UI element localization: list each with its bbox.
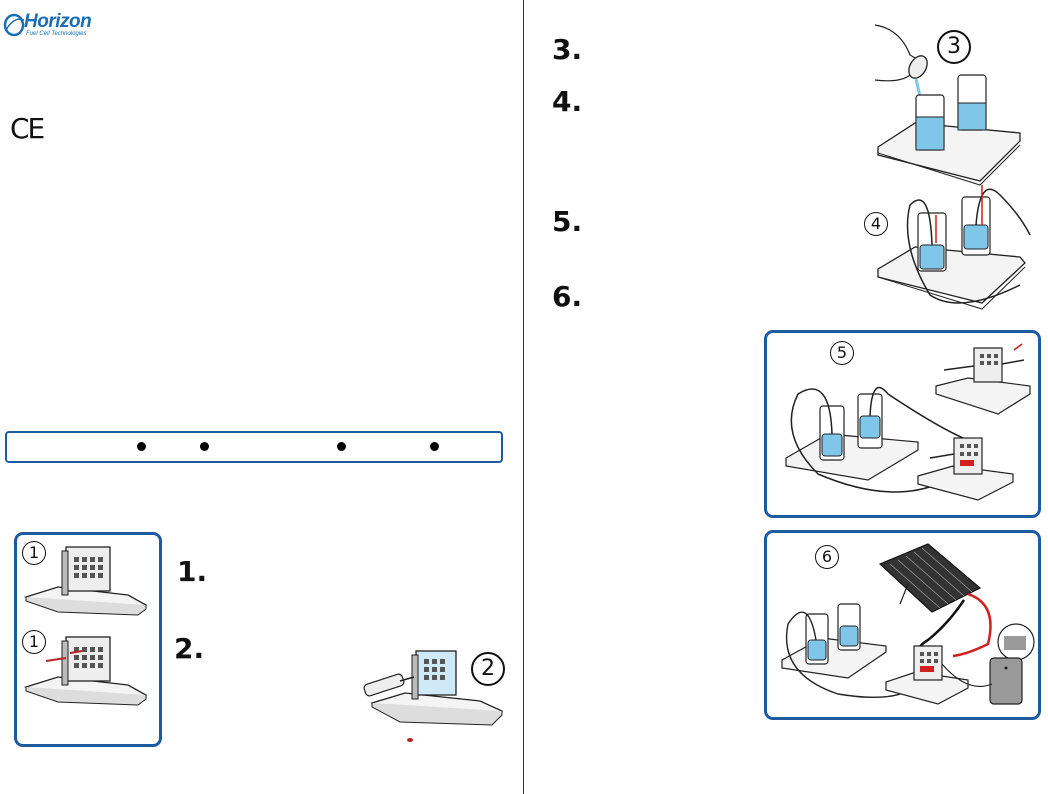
step-number-1: 1. — [177, 555, 208, 588]
figure-label-2: 2 — [471, 652, 505, 686]
fuel-cell-syringe-illustration — [363, 650, 504, 742]
step-number-6: 6. — [552, 280, 583, 313]
figure-box-step5 — [764, 330, 1041, 518]
step-number-3: 3. — [552, 33, 583, 66]
logo-wordmark: Horizon — [24, 11, 92, 32]
figure-label-3: 3 — [937, 30, 971, 64]
step-number-5: 5. — [552, 205, 583, 238]
figure-label-6: 6 — [815, 545, 839, 569]
figure-label-4: 4 — [864, 212, 888, 236]
solar-panel-circuit-illustration — [781, 543, 1035, 705]
ce-mark: CE — [10, 112, 45, 145]
bullet-dot — [200, 442, 209, 451]
figure-box-step6 — [764, 530, 1041, 720]
tube-connection-illustration — [785, 343, 1031, 501]
bullet-dot — [137, 442, 146, 451]
page-divider — [523, 0, 524, 794]
cylinder-tubes-illustration — [877, 185, 1031, 310]
step-number-4: 4. — [552, 85, 583, 118]
horizon-logo-icon — [3, 13, 25, 37]
fuel-cell-stand-illustration — [23, 546, 148, 706]
step-number-2: 2. — [174, 632, 205, 665]
figure-label-5: 5 — [830, 341, 854, 365]
figure-label-1b: 1 — [22, 630, 46, 654]
specification-bar — [5, 431, 503, 463]
logo-tagline: Fuel Cell Technologies — [26, 31, 87, 37]
bullet-dot — [430, 442, 439, 451]
water-pour-illustration — [874, 24, 1021, 186]
figure-box-step1 — [14, 532, 162, 747]
bullet-dot — [337, 442, 346, 451]
figure-label-1a: 1 — [22, 541, 46, 565]
